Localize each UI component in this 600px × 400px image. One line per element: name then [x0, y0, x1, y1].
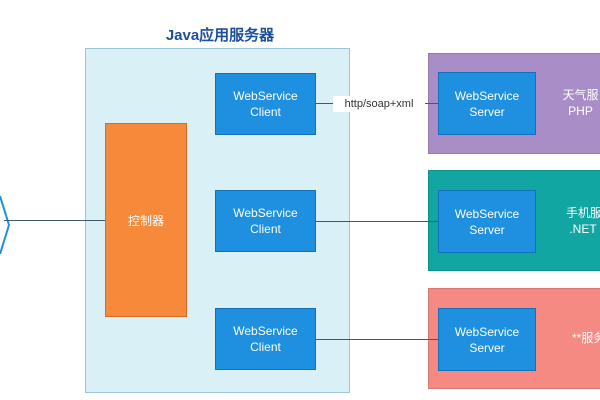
java-server-title: Java应用服务器 [165, 27, 275, 44]
server-2-line2: Server [469, 222, 505, 237]
client-1-line2: Client [250, 105, 281, 119]
controller-label: 控制器 [127, 213, 164, 228]
other-service-label: **服务 [572, 330, 600, 346]
client-3-line1: WebService [233, 324, 298, 338]
weather-service-label-line1: 天气服 [562, 88, 599, 102]
server-3-line1: WebService [454, 324, 520, 339]
other-service-label-line1: **服务 [572, 331, 600, 345]
mobile-service-label-line1: 手机服 [566, 206, 600, 220]
server-1-line1: WebService [454, 88, 520, 103]
server-1-line2: Server [469, 104, 505, 119]
weather-service-label: 天气服 PHP [561, 87, 600, 119]
client-2-line2: Client [250, 222, 281, 236]
protocol-label: http/soap+xml [333, 96, 425, 112]
server-2-line1: WebService [454, 206, 520, 221]
connector-line-2 [316, 221, 438, 222]
mobile-service-label-line2: .NET [569, 222, 597, 236]
mobile-service-label: 手机服 .NET [566, 205, 600, 237]
client-2-line1: WebService [233, 206, 298, 220]
server-3-line2: Server [469, 340, 505, 355]
entry-connector-line [4, 220, 105, 221]
weather-service-label-line2: PHP [568, 104, 593, 118]
client-1-line1: WebService [233, 89, 298, 103]
controller-box: 控制器 [105, 123, 187, 317]
client-arrow-icon [0, 196, 10, 254]
client-3-line2: Client [250, 340, 281, 354]
connector-line-3 [316, 339, 438, 340]
